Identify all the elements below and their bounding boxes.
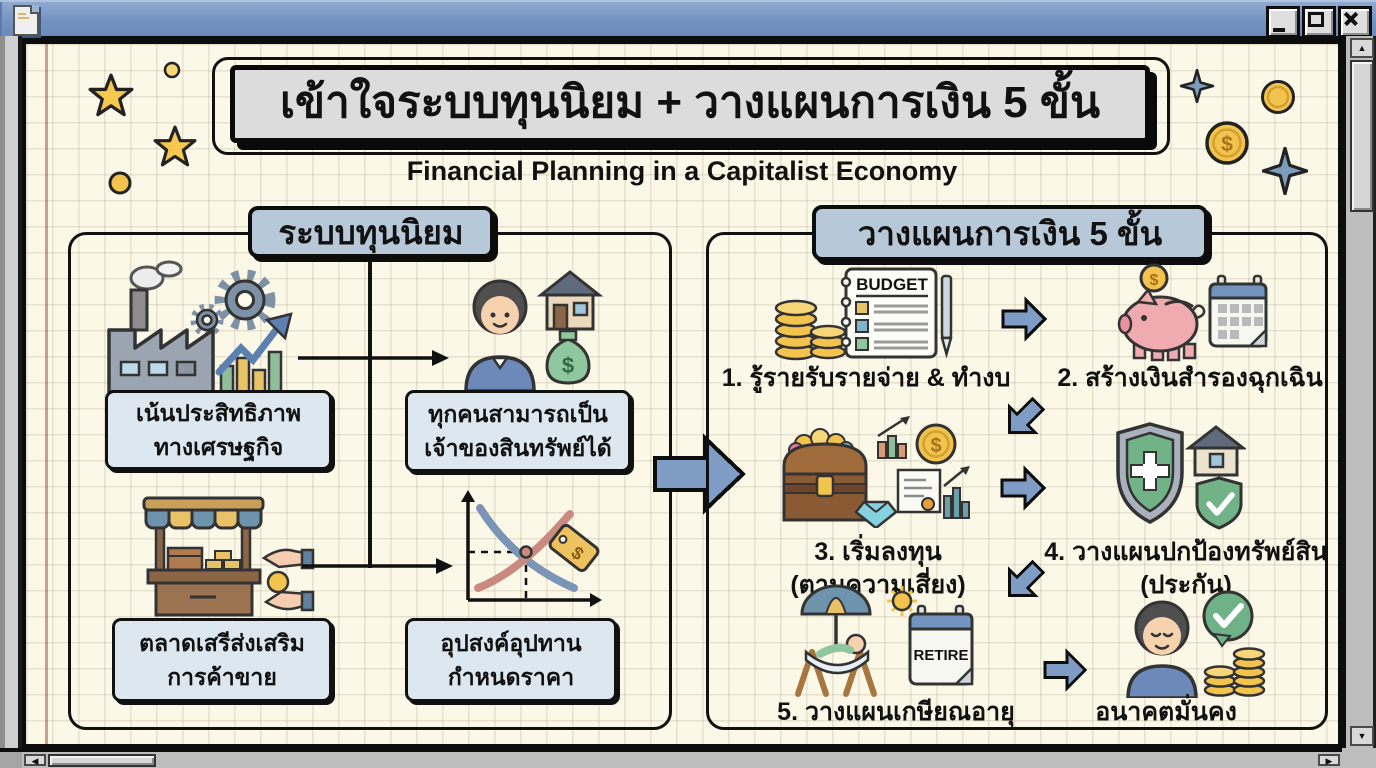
horizontal-scrollbar[interactable]: ◀ ▶ [22, 748, 1342, 768]
asset-owner-icon: $ [464, 270, 604, 391]
scroll-left-button[interactable]: ◀ [24, 754, 46, 766]
factory-growth-icon [107, 260, 293, 394]
title-outer-frame [212, 57, 1170, 155]
dollar-coin-icon: $ [1205, 121, 1249, 165]
maximize-button[interactable] [1302, 6, 1336, 38]
main-transition-arrow [653, 433, 746, 515]
step-arrow-down-left [989, 547, 1055, 613]
coin-icon [1261, 80, 1295, 114]
supply-demand-label-box: อุปสงค์อุปทาน กำหนดราคา [405, 618, 617, 702]
step-1-label: 1. รู้รายรับรายจ่าย & ทำงบ [721, 364, 1011, 392]
step-arrow-right [1000, 465, 1046, 511]
scroll-up-button[interactable]: ▲ [1350, 38, 1374, 58]
step-arrow-right [1001, 296, 1048, 342]
market-stall-icon [142, 496, 315, 617]
svg-text:RETIRE: RETIRE [913, 647, 968, 664]
scrollbar-corner [1342, 748, 1376, 768]
horizontal-scroll-thumb[interactable] [48, 754, 156, 767]
sparkle-icon [1179, 69, 1215, 103]
coin-icon [108, 171, 132, 195]
capitalism-panel-title: ระบบทุนนิยม [248, 206, 494, 258]
sparkle-icon [1262, 147, 1308, 195]
secure-future-icon [1126, 590, 1266, 698]
svg-text:$: $ [1221, 133, 1233, 156]
connector-line [368, 256, 372, 568]
budget-notebook-icon: BUDGET [774, 267, 953, 361]
free-market-label-box: ตลาดเสรีส่งเสริม การค้าขาย [112, 618, 332, 702]
coin-icon [163, 61, 181, 79]
piggy-bank-icon: $ [1117, 263, 1268, 362]
step-2-label: 2. สร้างเงินสำรองฉุกเฉิน [1057, 364, 1323, 392]
retirement-icon: RETIRE [795, 584, 974, 697]
insurance-shield-icon [1116, 422, 1246, 530]
window-frame-left [0, 36, 22, 748]
asset-ownership-label-box: ทุกคนสามารถเป็น เจ้าของสินทรัพย์ได้ [405, 390, 631, 472]
investment-icon: $ [782, 416, 970, 528]
vertical-scrollbar[interactable]: ▲ ▼ [1342, 36, 1376, 748]
scroll-right-button[interactable]: ▶ [1318, 754, 1340, 766]
supply-demand-icon: $ [461, 490, 602, 607]
close-button[interactable] [1338, 6, 1372, 38]
step-arrow-down-left [989, 384, 1055, 450]
flow-arrow [302, 558, 453, 574]
star-icon [153, 125, 197, 167]
page-title: เข้าใจระบบทุนนิยม + วางแผนการเงิน 5 ขั้น [230, 65, 1150, 143]
document-icon [13, 5, 39, 36]
window-titlebar[interactable] [0, 0, 1376, 40]
page-subtitle: Financial Planning in a Capitalist Econo… [406, 156, 958, 186]
step-5-label: 5. วางแผนเกษียณอายุ [777, 698, 1015, 726]
efficiency-label-box: เน้นประสิทธิภาพ ทางเศรษฐกิจ [105, 390, 332, 470]
secure-future-label: อนาคตมั่นคง [1095, 698, 1237, 726]
scroll-down-button[interactable]: ▼ [1350, 726, 1374, 746]
svg-text:$: $ [1150, 272, 1159, 289]
step-arrow-right [1043, 648, 1088, 692]
svg-text:BUDGET: BUDGET [856, 275, 928, 294]
svg-text:$: $ [930, 435, 941, 457]
flow-arrow [298, 350, 449, 366]
star-icon [88, 73, 134, 117]
svg-text:$: $ [562, 353, 574, 378]
infographic-canvas: $ เข้าใจระบบทุนนิยม + วางแผนการเงิน 5 ขั… [22, 40, 1342, 748]
minimize-button[interactable] [1266, 6, 1300, 38]
vertical-scroll-thumb[interactable] [1350, 60, 1374, 212]
paper-margin-line [45, 44, 48, 744]
window-frame-corner [0, 748, 22, 768]
planning-panel-title: วางแผนการเงิน 5 ขั้น [812, 205, 1208, 261]
